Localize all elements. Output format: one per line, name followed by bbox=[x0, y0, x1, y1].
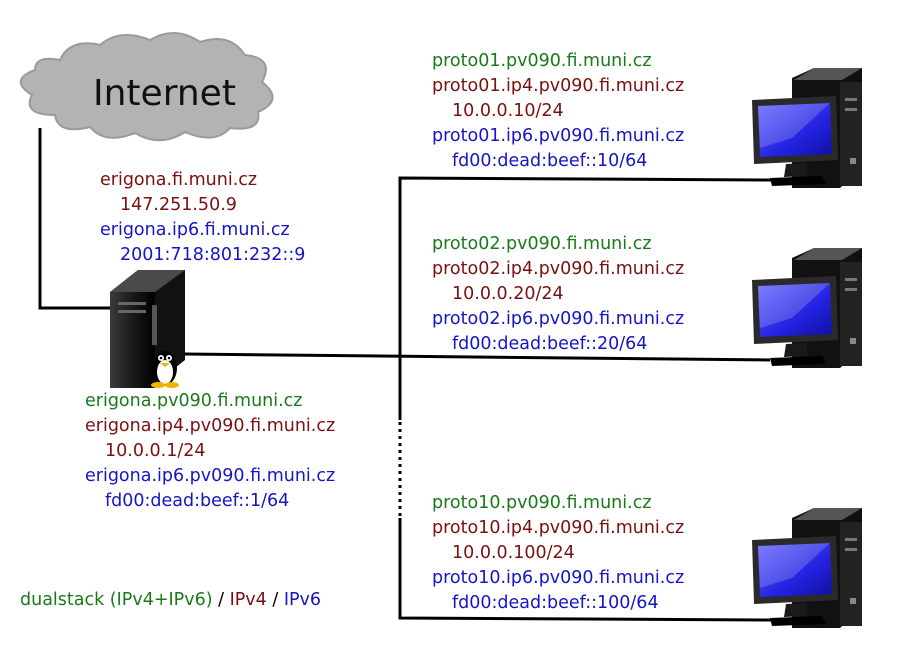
lan-bus-lower bbox=[398, 518, 773, 622]
host-name: proto01.pv090.fi.muni.cz bbox=[432, 51, 652, 71]
host-ip6: fd00:dead:beef::100/64 bbox=[452, 593, 659, 613]
desktop-computer-icon bbox=[752, 68, 862, 188]
legend-separator: / bbox=[266, 590, 284, 610]
gateway-lan-host: erigona.pv090.fi.muni.cz bbox=[85, 391, 303, 411]
gateway-lan-ip4: 10.0.0.1/24 bbox=[105, 441, 206, 461]
host-name4: proto02.ip4.pv090.fi.muni.cz bbox=[432, 259, 685, 279]
internet-cloud-icon bbox=[19, 32, 274, 142]
tux-server-tower-icon bbox=[110, 270, 185, 388]
legend: dualstack (IPv4+IPv6) / IPv4 / IPv6 bbox=[20, 588, 321, 613]
gateway-public-host: erigona.fi.muni.cz bbox=[100, 170, 258, 190]
host-name: proto10.pv090.fi.muni.cz bbox=[432, 493, 652, 513]
host-name: proto02.pv090.fi.muni.cz bbox=[432, 234, 652, 254]
desktop-computer-icon bbox=[752, 248, 862, 368]
host-name6: proto10.ip6.pv090.fi.muni.cz bbox=[432, 568, 685, 588]
host-name4: proto10.ip4.pv090.fi.muni.cz bbox=[432, 518, 685, 538]
host-name6: proto02.ip6.pv090.fi.muni.cz bbox=[432, 309, 685, 329]
legend-separator: / bbox=[212, 590, 230, 610]
host-ip4: 10.0.0.10/24 bbox=[452, 101, 564, 121]
legend-dualstack: dualstack (IPv4+IPv6) bbox=[20, 590, 213, 610]
gateway-public-ip6: 2001:718:801:232::9 bbox=[120, 245, 306, 265]
gateway-public-host6: erigona.ip6.fi.muni.cz bbox=[100, 220, 290, 240]
gateway-lan-ip6: fd00:dead:beef::1/64 bbox=[105, 491, 290, 511]
host-ip6: fd00:dead:beef::20/64 bbox=[452, 334, 648, 354]
gateway-public-ip4: 147.251.50.9 bbox=[120, 195, 237, 215]
lan-bus-upper bbox=[398, 176, 773, 420]
host-ip4: 10.0.0.100/24 bbox=[452, 543, 575, 563]
network-links bbox=[38, 128, 773, 622]
internet-label: Internet bbox=[93, 73, 236, 114]
gateway-lan-host4: erigona.ip4.pv090.fi.muni.cz bbox=[85, 416, 336, 436]
host-ip6: fd00:dead:beef::10/64 bbox=[452, 151, 648, 171]
legend-ipv4: IPv4 bbox=[229, 590, 267, 610]
host-ip4: 10.0.0.20/24 bbox=[452, 284, 564, 304]
host-name4: proto01.ip4.pv090.fi.muni.cz bbox=[432, 76, 685, 96]
host-name6: proto01.ip6.pv090.fi.muni.cz bbox=[432, 126, 685, 146]
uplink-wire bbox=[38, 128, 110, 310]
desktop-computer-icon bbox=[752, 508, 862, 628]
legend-ipv6: IPv6 bbox=[283, 590, 322, 610]
lan-wire-host2 bbox=[184, 352, 771, 362]
gateway-lan-host6: erigona.ip6.pv090.fi.muni.cz bbox=[85, 466, 336, 486]
